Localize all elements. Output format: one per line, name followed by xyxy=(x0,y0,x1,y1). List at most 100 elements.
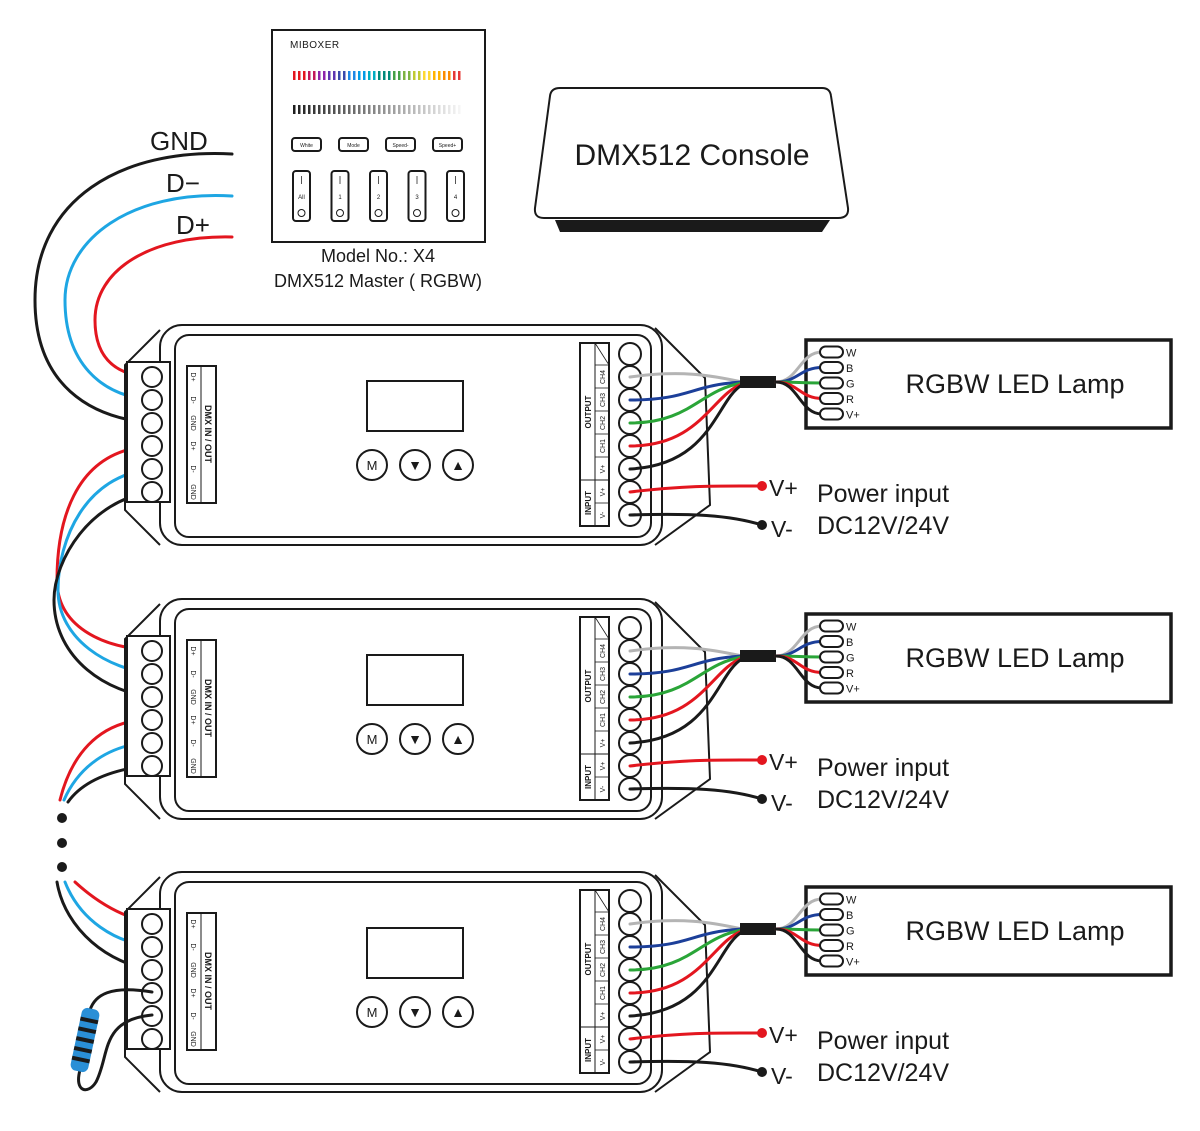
zone-label: 4 xyxy=(454,195,458,201)
zone-button xyxy=(369,170,388,222)
output-terminal-label: CH3 xyxy=(600,940,607,954)
zone-button xyxy=(330,170,350,222)
input-terminal-label: V+ xyxy=(600,488,607,497)
power-vplus-wire xyxy=(628,484,764,494)
lamp-pin xyxy=(819,954,844,968)
dmx-terminal xyxy=(141,1028,163,1050)
decoder-face xyxy=(174,881,652,1085)
output-terminal-label: CH3 xyxy=(600,393,607,407)
lamp-pin xyxy=(819,650,844,664)
resistor-band xyxy=(75,1036,95,1044)
lamp-pin-label: W xyxy=(846,622,857,634)
ch1-wire xyxy=(628,656,744,722)
color-slider-segment xyxy=(383,71,386,80)
lamp-pin-label: W xyxy=(846,348,857,360)
link-gnd-wire xyxy=(52,490,154,698)
brightness-slider-segment xyxy=(413,105,416,114)
color-slider-segment xyxy=(423,71,426,80)
dmx-terminal-label: D- xyxy=(189,465,196,473)
vplus-out-wire xyxy=(628,383,744,471)
brightness-slider-segment xyxy=(343,105,346,114)
zone-label: All xyxy=(298,195,305,201)
key-button xyxy=(399,449,431,481)
brightness-slider-segment xyxy=(303,105,306,114)
output-title: OUTPUT xyxy=(584,395,593,428)
dmx-terminal-label: D- xyxy=(189,670,196,678)
panel-button-label: Mode xyxy=(347,143,360,149)
dmx-terminal xyxy=(141,959,163,981)
resistor-lead xyxy=(88,988,154,1012)
lamp-pin-label: V+ xyxy=(846,410,860,422)
output-terminal-label: CH4 xyxy=(600,644,607,658)
lamp-pin-label: V+ xyxy=(846,957,860,969)
vplus-dot xyxy=(757,1028,767,1038)
vminus-dot xyxy=(757,520,767,530)
dmx-title: DMX IN / OUT xyxy=(203,679,213,738)
brightness-slider-segment xyxy=(398,105,401,114)
input-terminal-label: V- xyxy=(600,511,607,518)
color-slider-segment xyxy=(458,71,461,80)
vminus-label: V- xyxy=(771,790,793,816)
power-spec-label: DC12V/24V xyxy=(817,786,949,814)
color-slider-segment xyxy=(453,71,456,80)
decoder-face xyxy=(174,334,652,538)
color-slider-segment xyxy=(363,71,366,80)
dmx-terminal xyxy=(141,435,163,457)
model-number: Model No.: X4 xyxy=(321,246,435,266)
ch3-wire xyxy=(628,380,744,402)
d-plus-label: D+ xyxy=(176,210,210,240)
power-vminus-wire xyxy=(628,786,764,801)
dmx-terminal xyxy=(141,709,163,731)
lamp-pin xyxy=(819,892,844,906)
vminus-dot xyxy=(757,1067,767,1077)
dmx-terminal-label: GND xyxy=(189,758,196,774)
color-slider-segment xyxy=(298,71,301,80)
color-slider-segment xyxy=(443,71,446,80)
ch1-wire xyxy=(628,382,744,448)
dmx-terminal-label: D- xyxy=(189,396,196,404)
power-vminus-wire xyxy=(628,1059,764,1074)
brightness-slider-segment xyxy=(448,105,451,114)
power-spec-label: DC12V/24V xyxy=(817,1059,949,1087)
zone-label: 3 xyxy=(415,195,419,201)
dmx-terminal xyxy=(141,458,163,480)
key-button xyxy=(442,723,474,755)
color-slider-segment xyxy=(328,71,331,80)
brightness-slider-segment xyxy=(348,105,351,114)
key-label: M xyxy=(367,732,378,747)
dmx512-console: DMX512 Console xyxy=(533,87,850,232)
right-wing xyxy=(654,601,712,820)
resistor-band xyxy=(73,1045,93,1054)
dmx-title: DMX IN / OUT xyxy=(203,405,213,464)
output-terminal-label: CH2 xyxy=(600,690,607,704)
brightness-slider-segment xyxy=(388,105,391,114)
gnd-label: GND xyxy=(150,126,208,156)
vplus-out-wire xyxy=(628,930,744,1018)
zone-off-mark xyxy=(451,209,460,217)
cable-sleeve xyxy=(740,650,776,662)
color-slider-segment xyxy=(323,71,326,80)
color-slider-segment xyxy=(303,71,306,80)
panel-button xyxy=(338,137,369,152)
power-vplus-wire xyxy=(628,758,764,768)
lamp-pin xyxy=(819,376,844,390)
color-slider-segment xyxy=(438,71,441,80)
lamp-pin xyxy=(819,619,844,633)
vminus-label: V- xyxy=(771,516,793,542)
output-terminal-label: CH3 xyxy=(600,667,607,681)
output-terminal-label: CH1 xyxy=(600,439,607,453)
lamp-label: RGBW LED Lamp xyxy=(905,916,1124,946)
output-title: OUTPUT xyxy=(584,942,593,975)
ch2-wire xyxy=(628,928,744,972)
vplus-dot xyxy=(757,755,767,765)
brightness-slider-segment xyxy=(378,105,381,114)
zone-label: 1 xyxy=(338,195,342,201)
power-vminus-wire xyxy=(628,512,764,527)
output-terminal-label: CH4 xyxy=(600,917,607,931)
ch1-wire xyxy=(628,929,744,995)
termination-resistor xyxy=(70,988,154,1092)
brightness-slider-segment xyxy=(438,105,441,114)
input-title: INPUT xyxy=(584,491,593,515)
brightness-slider-segment xyxy=(403,105,406,114)
